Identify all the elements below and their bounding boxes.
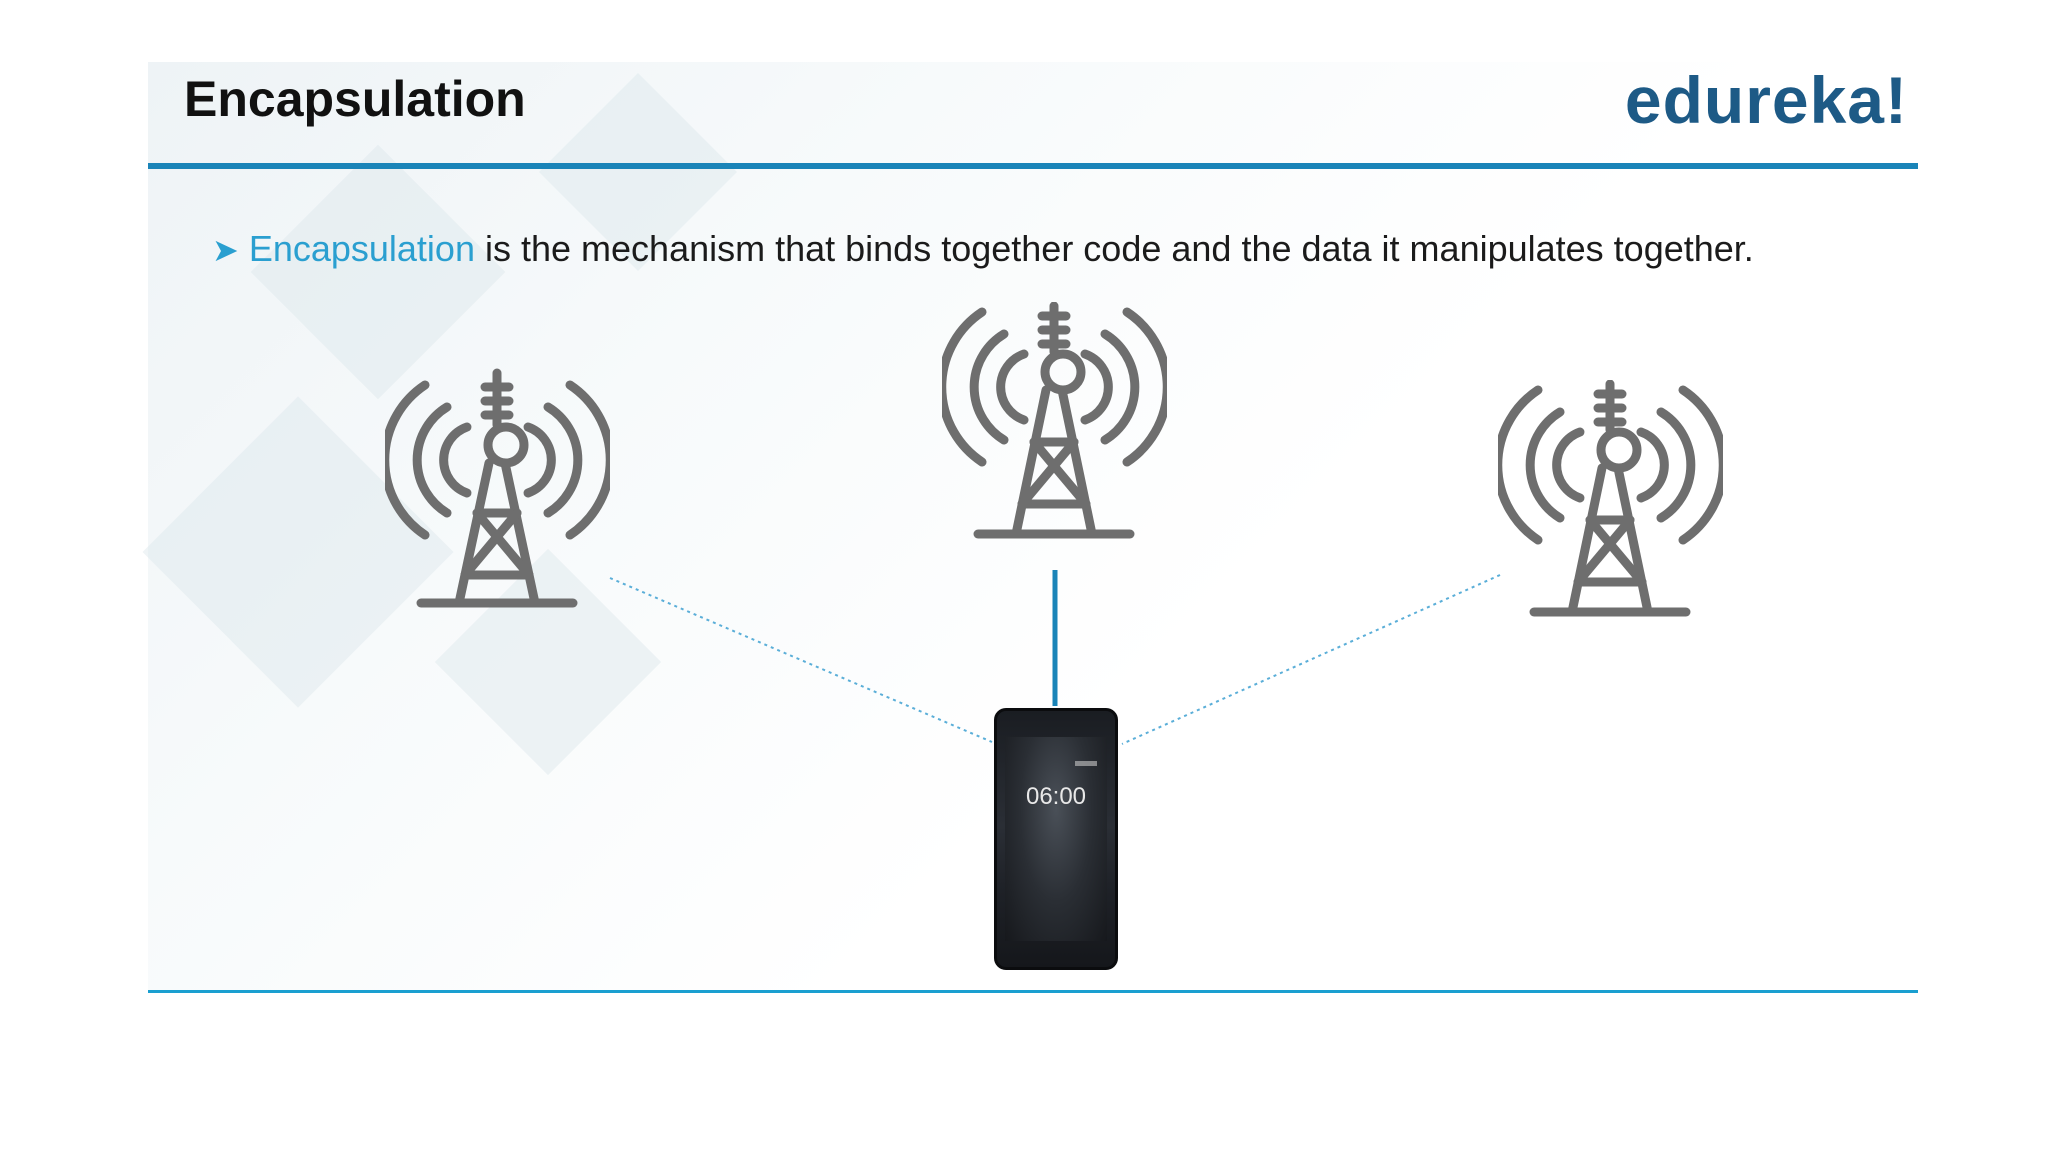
bullet-term: Encapsulation <box>248 228 475 269</box>
edureka-logo: edureka! <box>1624 63 1908 137</box>
smartphone-icon: 06:00 <box>994 708 1118 970</box>
bullet-arrow-icon: ➤ <box>212 232 239 268</box>
slide-title: Encapsulation <box>184 71 526 127</box>
phone-status-bar <box>1075 761 1097 766</box>
header-divider <box>148 163 1918 169</box>
cell-tower-icon <box>1498 380 1723 617</box>
cell-tower-icon <box>385 368 610 608</box>
bullet-text: is the mechanism that binds together cod… <box>474 228 1754 269</box>
footer-divider <box>148 990 1918 993</box>
cell-tower-icon <box>942 302 1167 539</box>
link-right-to-phone <box>1121 574 1501 745</box>
phone-screen: 06:00 <box>1005 737 1107 941</box>
phone-clock: 06:00 <box>1025 783 1087 810</box>
bullet-point: ➤Encapsulation is the mechanism that bin… <box>212 228 1754 270</box>
link-left-to-phone <box>609 577 993 743</box>
